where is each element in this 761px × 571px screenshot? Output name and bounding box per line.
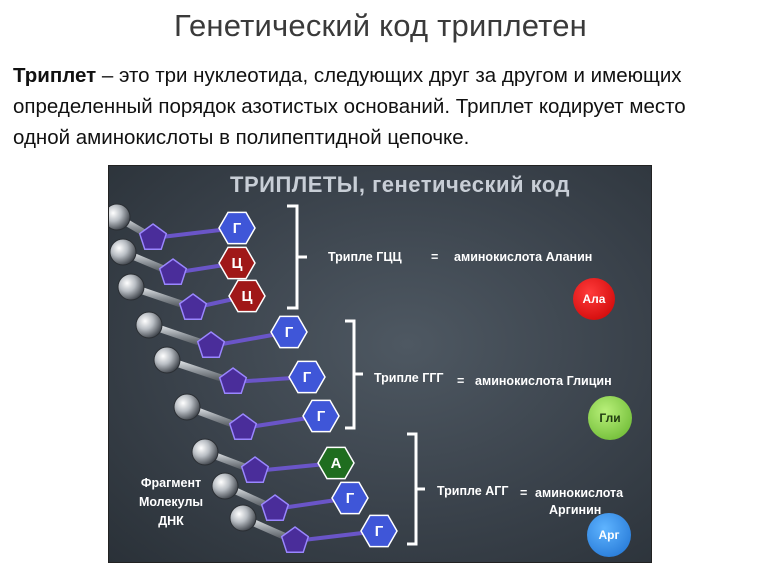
sugar-pentagon bbox=[260, 494, 290, 522]
definition-paragraph: Триплет – это три нуклеотида, следующих … bbox=[13, 60, 748, 153]
base-hexagon bbox=[288, 360, 326, 394]
dna-fragment-label: Фрагмент Молекулы ДНК bbox=[123, 474, 219, 531]
nucleotide-1: Г bbox=[109, 203, 256, 251]
bracket-1 bbox=[287, 204, 307, 310]
sugar-pentagon bbox=[196, 331, 226, 359]
nucleotide-2: Ц bbox=[109, 238, 256, 286]
triplet-3-amino: аминокислота bbox=[535, 486, 624, 500]
slide-title: Генетический код триплетен bbox=[174, 8, 587, 43]
nucleotide-9: Г bbox=[229, 504, 398, 554]
bracket-3 bbox=[407, 432, 425, 546]
phosphate-ball bbox=[109, 238, 137, 266]
fragment-line-2: Молекулы bbox=[138, 495, 204, 509]
phosphate-ball bbox=[153, 346, 181, 374]
phosphate-ball bbox=[229, 504, 257, 532]
phosphate-ball bbox=[135, 311, 163, 339]
badge-gly-label: Гли bbox=[599, 411, 621, 425]
nucleotide-7: А bbox=[191, 438, 355, 484]
base-letter: Ц bbox=[242, 288, 253, 305]
base-letter: Ц bbox=[232, 255, 243, 272]
base-letter: А bbox=[331, 455, 342, 472]
nucleotide-8: Г bbox=[211, 472, 369, 522]
phosphate-ball bbox=[117, 273, 145, 301]
phosphate-ball bbox=[173, 393, 201, 421]
base-hexagon bbox=[360, 514, 398, 548]
definition-term: Триплет bbox=[13, 64, 97, 87]
triplet-2-name: Трипле ГГГ bbox=[374, 371, 444, 385]
base-letter: Г bbox=[346, 490, 355, 507]
triplet-1-name: Трипле ГЦЦ bbox=[328, 250, 402, 264]
base-hexagon bbox=[270, 315, 308, 349]
amino-badge-ala: Ала bbox=[573, 278, 615, 320]
definition-text: – это три нуклеотида, следующих друг за … bbox=[13, 64, 686, 149]
base-letter: Г bbox=[233, 220, 242, 237]
triplet-2-equals: = bbox=[457, 374, 465, 388]
phosphate-ball bbox=[109, 203, 131, 231]
sugar-pentagon bbox=[178, 293, 208, 321]
nucleotide-3: Ц bbox=[117, 273, 266, 321]
sugar-pentagon bbox=[218, 367, 248, 395]
sugar-pentagon bbox=[228, 413, 258, 441]
amino-badge-arg: Арг bbox=[587, 513, 631, 557]
base-hexagon bbox=[218, 211, 256, 245]
phosphate-ball bbox=[191, 438, 219, 466]
panel-title: ТРИПЛЕТЫ, генетический код bbox=[230, 172, 570, 197]
amino-badge-gly: Гли bbox=[588, 396, 632, 440]
base-hexagon bbox=[302, 399, 340, 433]
base-letter: Г bbox=[303, 369, 312, 386]
triplet-1-amino: аминокислота Аланин bbox=[454, 250, 593, 264]
base-letter: Г bbox=[375, 523, 384, 540]
base-letter: Г bbox=[317, 408, 326, 425]
base-hexagon bbox=[331, 481, 369, 515]
sugar-pentagon bbox=[138, 223, 168, 251]
base-hexagon bbox=[218, 246, 256, 280]
phosphate-ball bbox=[211, 472, 239, 500]
base-letter: Г bbox=[285, 324, 294, 341]
triplet-3-equals: = bbox=[520, 486, 528, 500]
sugar-pentagon bbox=[240, 456, 270, 484]
base-hexagon bbox=[228, 279, 266, 313]
fragment-line-1: Фрагмент bbox=[140, 476, 202, 490]
nucleotide-5: Г bbox=[153, 346, 326, 395]
badge-arg-label: Арг bbox=[598, 528, 620, 542]
sugar-pentagon bbox=[280, 526, 310, 554]
base-hexagon bbox=[317, 446, 355, 480]
triplet-1-equals: = bbox=[431, 250, 439, 264]
triplet-3-amino-line2: Аргинин bbox=[549, 503, 602, 517]
bracket-2 bbox=[345, 319, 363, 430]
nucleotide-4: Г bbox=[135, 311, 308, 359]
triplet-3-name: Трипле АГГ bbox=[437, 484, 509, 498]
sugar-pentagon bbox=[158, 258, 188, 286]
fragment-line-3: ДНК bbox=[158, 514, 184, 528]
nucleotide-6: Г bbox=[173, 393, 340, 441]
dna-helix-graphic: Г ЦЦ Г Г Г А Г Г bbox=[109, 203, 425, 554]
triplet-2-amino: аминокислота Глицин bbox=[475, 374, 612, 388]
badge-ala-label: Ала bbox=[582, 292, 606, 306]
